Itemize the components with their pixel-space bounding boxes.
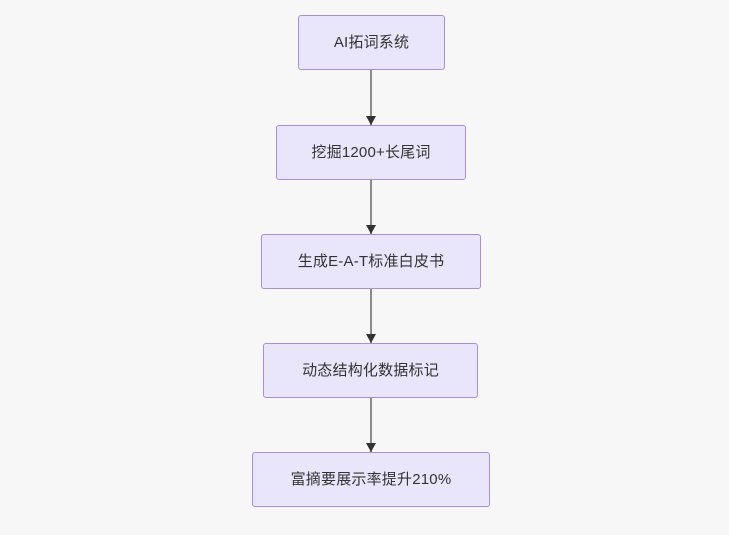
arrowhead-icon — [366, 116, 376, 125]
flow-node-mine-longtail-keywords[interactable]: 挖掘1200+长尾词 — [276, 125, 466, 180]
arrowhead-icon — [366, 334, 376, 343]
flow-node-ai-keyword-system[interactable]: AI拓词系统 — [298, 15, 445, 70]
edge-line — [370, 289, 372, 343]
arrowhead-icon — [366, 443, 376, 452]
flow-node-label: 富摘要展示率提升210% — [290, 470, 452, 488]
edge-connector — [366, 398, 376, 452]
edge-connector — [366, 180, 376, 234]
edge-connector — [366, 289, 376, 343]
edge-connector — [366, 70, 376, 125]
edge-line — [370, 180, 372, 234]
flow-node-dynamic-structured-data-markup[interactable]: 动态结构化数据标记 — [263, 343, 478, 398]
flow-node-label: 动态结构化数据标记 — [302, 361, 439, 379]
flow-node-rich-snippet-rate-increase[interactable]: 富摘要展示率提升210% — [252, 452, 490, 507]
edge-line — [370, 398, 372, 452]
edge-line — [370, 70, 372, 125]
flow-node-generate-eat-whitepaper[interactable]: 生成E-A-T标准白皮书 — [261, 234, 481, 289]
arrowhead-icon — [366, 225, 376, 234]
flow-node-label: AI拓词系统 — [333, 33, 410, 51]
flow-node-label: 生成E-A-T标准白皮书 — [297, 252, 445, 270]
flow-node-label: 挖掘1200+长尾词 — [311, 143, 431, 161]
